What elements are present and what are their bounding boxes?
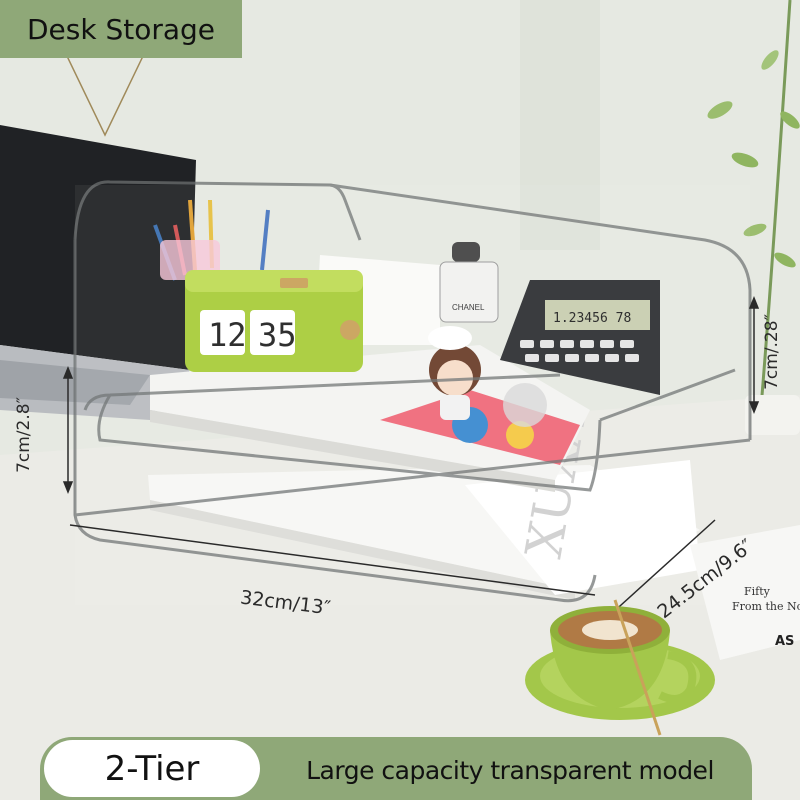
acrylic-organizer xyxy=(73,180,752,603)
calculator-display: 1.23456 78 xyxy=(553,311,631,326)
category-badge: Desk Storage xyxy=(0,0,242,58)
perfume-label: CHANEL xyxy=(452,303,485,312)
flip-clock: 12 35 xyxy=(185,270,363,372)
pencil-cup xyxy=(153,199,270,281)
plant xyxy=(707,0,800,435)
magazine-line-3: AS xyxy=(775,634,794,649)
perfume-bottle: CHANEL xyxy=(439,242,499,323)
tier-pill: 2-Tier xyxy=(44,740,260,797)
height-label-right: 7cm/.28″ xyxy=(762,314,782,390)
height-label-left: 7cm/2.8″ xyxy=(14,397,34,473)
coffee-cup xyxy=(525,599,715,736)
figurine xyxy=(428,326,481,420)
magazine-line-1: Fifty xyxy=(744,585,771,598)
magazine-line-2: From the No xyxy=(732,600,800,613)
tagline: Large capacity transparent model xyxy=(306,755,714,785)
clock-hours: 12 xyxy=(208,316,247,354)
dimension-arrows xyxy=(62,295,760,616)
calculator: 1.23456 78 xyxy=(500,280,660,395)
clock-minutes: 35 xyxy=(258,316,297,354)
